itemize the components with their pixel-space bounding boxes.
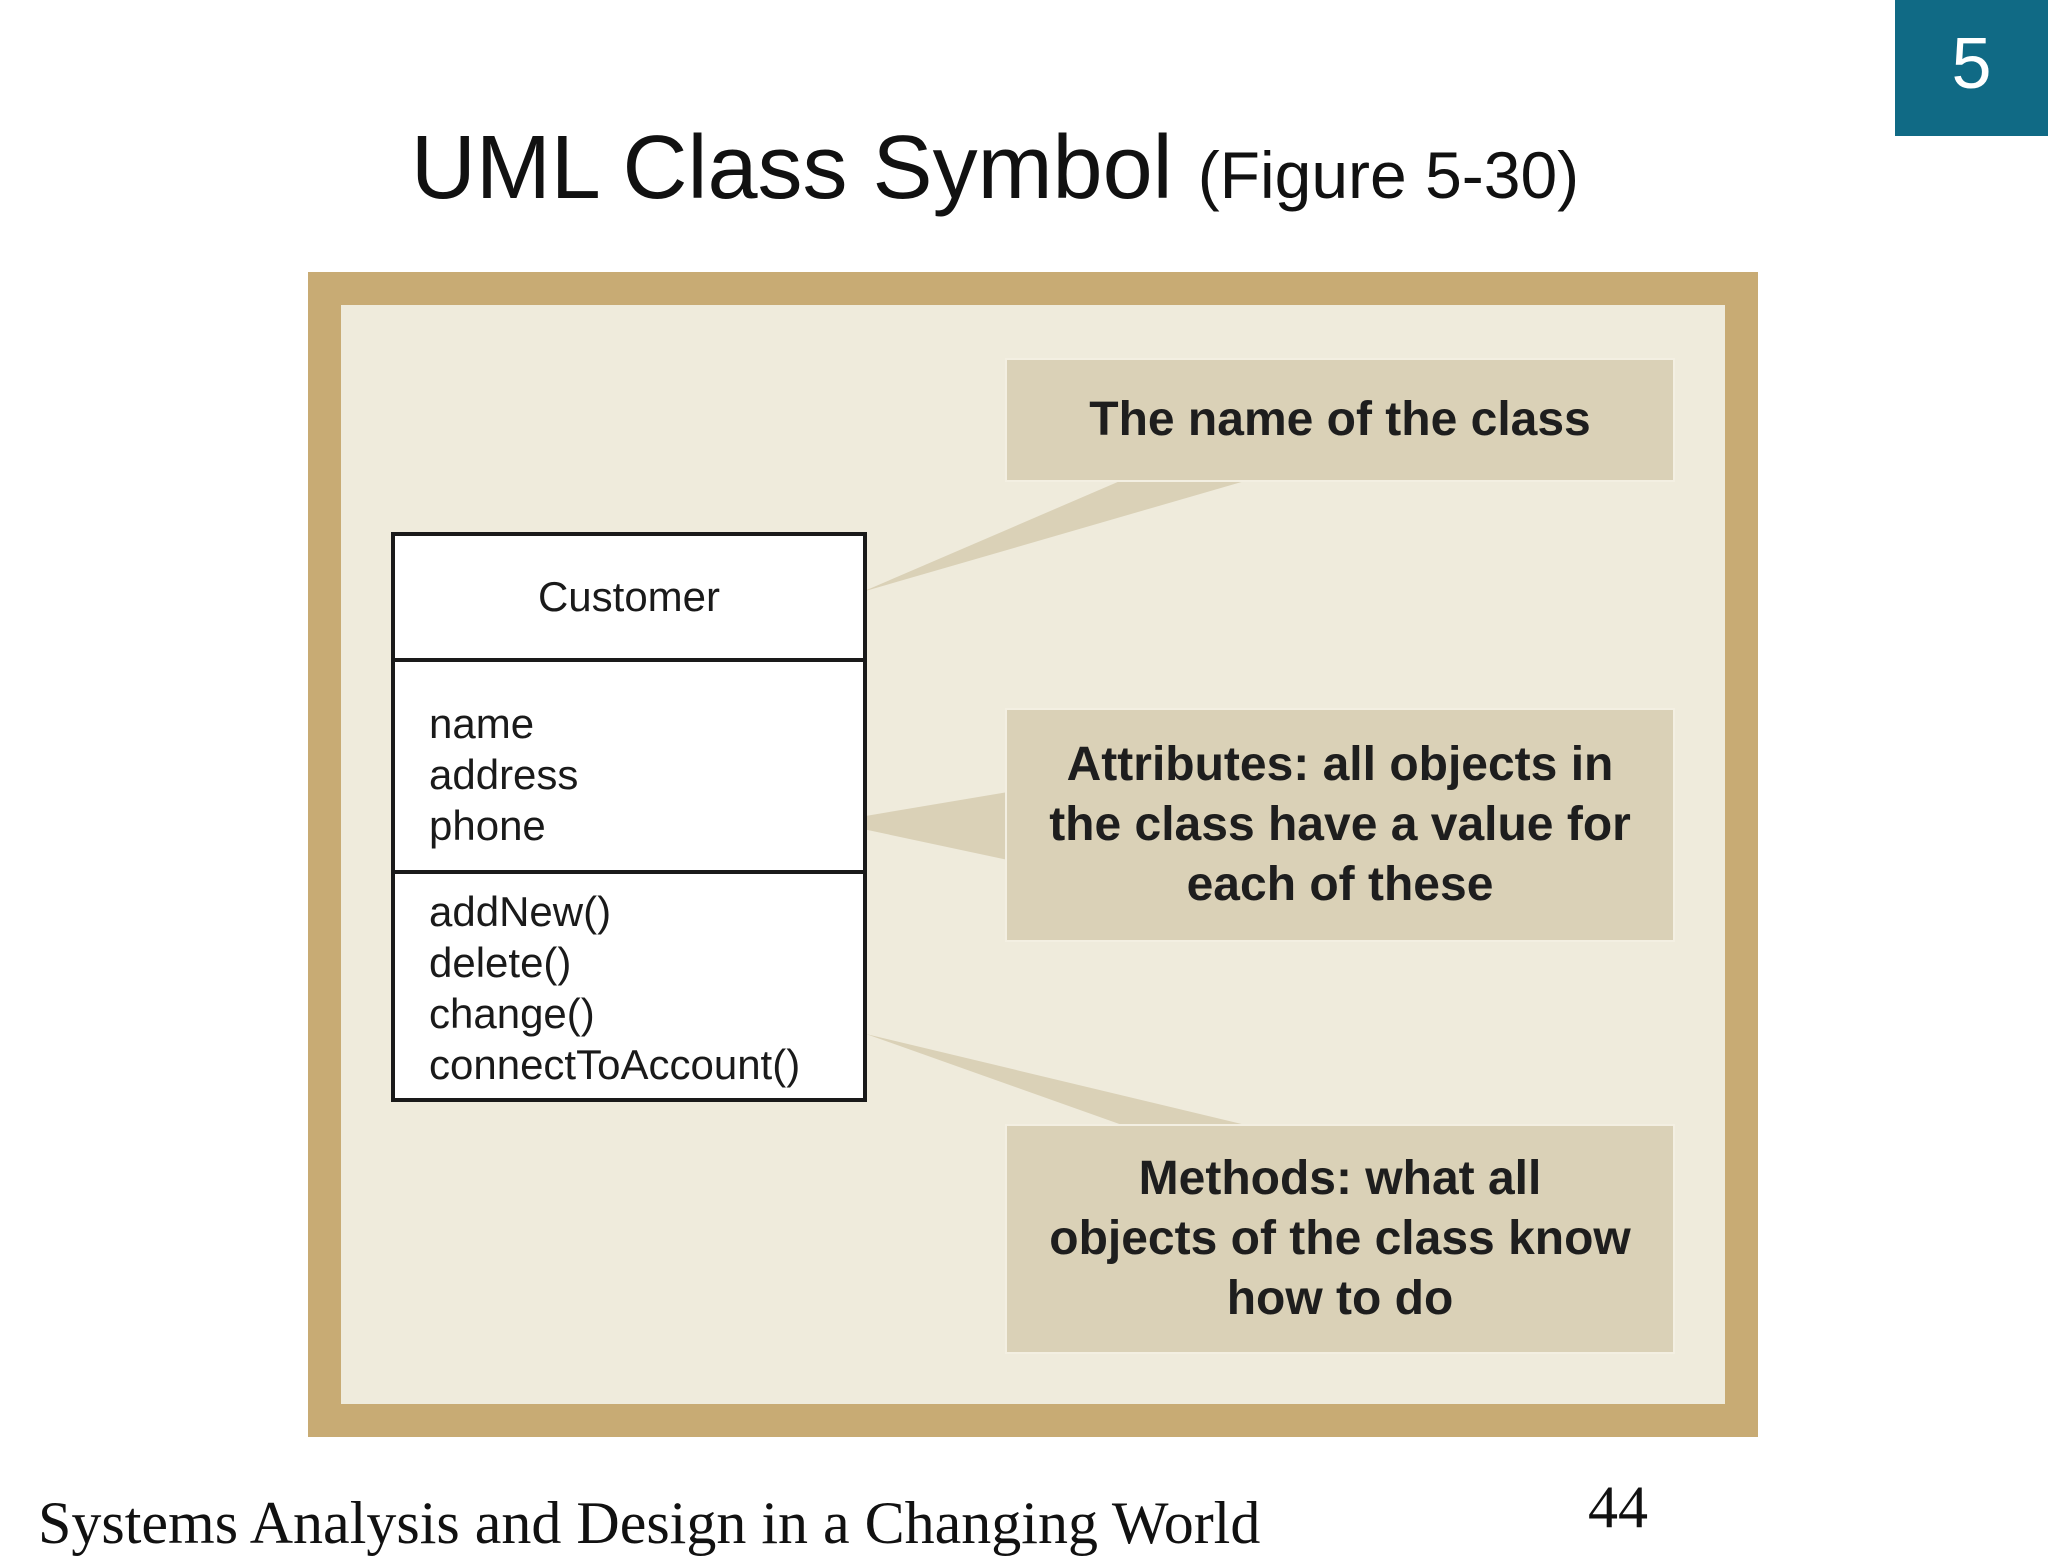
slide-title: UML Class Symbol (Figure 5-30): [0, 118, 1990, 225]
uml-attribute: address: [429, 751, 579, 798]
uml-attribute: name: [429, 700, 535, 747]
uml-method: change(): [429, 990, 595, 1037]
callout-line: Attributes: all objects in: [1066, 738, 1614, 791]
callout-attributes: Attributes: all objects in the class hav…: [1005, 708, 1675, 942]
uml-methods-compartment: addNew() delete() change() connectToAcco…: [395, 874, 863, 1090]
callout-pointer-name: [862, 481, 1245, 592]
callout-line: the class have a value for: [1049, 798, 1631, 851]
callout-line: how to do: [1226, 1272, 1454, 1325]
footer-book-title: Systems Analysis and Design in a Changin…: [38, 1490, 1261, 1556]
uml-method: addNew(): [429, 888, 612, 935]
slide-title-figure-reference: (Figure 5-30): [1197, 138, 1580, 212]
callout-line: Methods: what all: [1138, 1152, 1542, 1205]
callout-line: The name of the class: [1089, 393, 1591, 446]
callout-class-name: The name of the class: [1005, 358, 1675, 482]
uml-attribute: phone: [429, 802, 546, 849]
uml-method: delete(): [429, 939, 572, 986]
callout-pointer-attributes: [830, 792, 1008, 860]
page-number: 44: [1588, 1474, 1648, 1540]
callout-methods: Methods: what all objects of the class k…: [1005, 1124, 1675, 1354]
callout-pointer-methods: [866, 1034, 1250, 1126]
uml-attributes-compartment: name address phone: [395, 662, 863, 874]
uml-class-name: Customer: [395, 536, 863, 662]
callout-line: each of these: [1186, 858, 1494, 911]
uml-class-box: Customer name address phone addNew() del…: [391, 532, 867, 1102]
chapter-number-badge: 5: [1895, 0, 2048, 136]
uml-method: connectToAccount(): [429, 1041, 801, 1088]
callout-line: objects of the class know: [1049, 1212, 1631, 1265]
slide-title-text: UML Class Symbol: [410, 118, 1173, 218]
